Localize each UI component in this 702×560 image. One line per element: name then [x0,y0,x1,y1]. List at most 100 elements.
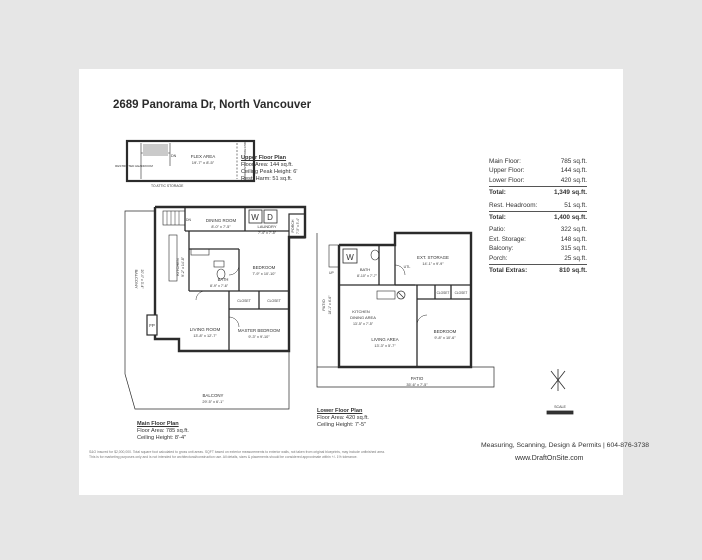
master-bedroom-label: MASTER BEDROOM [238,328,281,333]
summary-row: Patio: 322 sq.ft. [489,225,587,234]
master-bedroom-dim: 9'-3" x 9'-10" [248,335,270,339]
laundry-dim: 7'-4" x 7'-5" [258,231,277,235]
disclaimer-line-2: This is for marketing purposes only and … [89,454,358,459]
summary-value: 315 sq.ft. [560,245,587,253]
compass-icon [550,369,566,391]
lower-bedroom-label: BEDROOM [434,329,457,334]
side-patio-label: PATIO [321,299,326,310]
upper-floor-plan [125,139,256,183]
summary-label: Total: [489,213,506,221]
summary-rule [489,186,587,188]
summary-rule [489,210,587,212]
summary-label: Lower Floor: [489,176,525,184]
summary-value: 144 sq.ft. [560,167,587,175]
scale-bar [546,410,574,415]
dining-label: DINING ROOM [206,218,237,223]
lower-living-label: LIVING AREA [371,337,398,342]
kitchen-label: KITCHEN [175,258,180,276]
main-floor-heading: Main Floor Plan [137,421,179,427]
lower-floor-heading: Lower Floor Plan [317,408,363,414]
summary-row: Ext. Storage:148 sq.ft. [489,235,587,244]
website-link: www.DraftOnSite.com [515,455,584,462]
main-closet-b: CLOSET [267,299,281,303]
main-bath-label: BATH [218,277,229,282]
upper-floor-rest: Rest. Harm: 51 sq.ft. [241,176,293,182]
floor-plan-sheet: 2689 Panorama Dr, North Vancouver [79,69,649,495]
upper-floor-area: Floor Area: 144 sq.ft. [241,162,293,168]
summary-value: 420 sq.ft. [560,176,587,184]
summary-label: Rest. Headroom: [489,201,538,209]
main-floor-area: Floor Area: 785 sq.ft. [137,428,189,434]
main-closet-a: CLOSET [237,299,251,303]
area-summary-table: Main Floor: 785 sq.ft. Upper Floor: 144 sq.… [489,157,587,275]
bottom-balcony-label: BALCONY [203,393,224,398]
kitchen-dining-dim: 13'-5" x 7'-5" [353,322,374,326]
kitchen-dim: 9'-2" x 14'-8" [181,256,185,277]
summary-row: Porch: 25 sq.ft. [489,254,587,263]
disclaimer: S&O insured for $2,000,000. Total square… [89,450,385,459]
summary-label: Patio: [489,226,506,234]
summary-label: Total: [489,189,506,197]
porch-label: PORCH [291,219,295,232]
side-balcony-label: BALCONY [134,269,139,288]
kitchen-dining-label-2: DINING AREA [350,315,376,320]
summary-value: 51 sq.ft. [564,201,587,209]
disclaimer-line-1: S&O insured for $2,000,000. Total square… [89,450,385,454]
summary-row: Total: 1,400 sq.ft. [489,213,587,222]
upper-dn-label: DN [171,154,177,158]
summary-row: Balcony:315 sq.ft. [489,244,587,253]
summary-row: Lower Floor: 420 sq.ft. [489,176,587,185]
summary-row: Rest. Headroom: 51 sq.ft. [489,201,587,210]
services-line: Measuring, Scanning, Design & Permits | … [481,442,650,449]
upper-floor-ceiling: Ceiling Peak Height: 6' [241,169,298,175]
main-dn-label: DN [186,218,191,222]
porch-dim: 7'-5" x 3'-4" [296,218,300,234]
summary-label: Total Extras: [489,266,528,274]
summary-rule [489,263,587,265]
lower-floor-plan [316,231,495,388]
lower-living-dim: 13'-3" x 5'-7" [374,344,396,348]
upper-floor-info: Upper Floor Plan Floor Area: 144 sq.ft. … [241,155,297,183]
upper-floor-heading: Upper Floor Plan [241,155,287,161]
property-title: 2689 Panorama Dr, North Vancouver [113,99,312,111]
summary-row: Total: 1,349 sq.ft. [489,188,587,197]
main-floor-plan [124,205,307,410]
summary-label: Porch: [489,254,508,262]
lower-floor-area: Floor Area: 420 sq.ft. [317,415,369,421]
summary-row: Main Floor: 785 sq.ft. [489,157,587,166]
bottom-balcony-dim: 29'-5" x 6'-1" [202,400,224,404]
scale-label: SCALE [554,405,566,409]
summary-label: Upper Floor: [489,167,525,175]
living-room-dim: 13'-8" x 12'-7" [193,334,217,338]
summary-row: Upper Floor: 144 sq.ft. [489,166,587,175]
main-floor-info: Main Floor Plan Floor Area: 785 sq.ft. C… [137,421,189,442]
summary-value: 1,349 sq.ft. [553,189,587,197]
dryer-label: D [267,213,273,222]
lower-closet-a: CLOSET [437,291,450,295]
upper-restricted-right: RESTRICTED HEADROOM [243,142,247,180]
summary-label: Main Floor: [489,158,521,165]
laundry-label: LAUNDRY [257,224,276,229]
fireplace-label: FP [149,323,155,328]
ext-storage-label: EXT. STORAGE [417,255,449,260]
summary-value: 785 sq.ft. [560,158,587,165]
summary-value: 322 sq.ft. [560,226,587,234]
summary-value: 1,400 sq.ft. [553,213,587,221]
summary-row: Total Extras:810 sq.ft. [489,266,587,275]
lower-washer-label: W [346,253,354,262]
summary-label: Ext. Storage: [489,235,526,243]
side-balcony-dim: 20'-0" x 3'-4" [140,270,144,290]
floor-plan-drawing: FLEX AREA 19'-7" x 8'-5" DN TO ATTIC STO… [115,139,574,415]
lower-closet-b: CLOSET [455,291,468,295]
lower-bedroom-dim: 9'-8" x 10'-6" [434,336,456,340]
bottom-patio-label: PATIO [411,376,424,381]
lower-bath-dim: 8'-10" x 7'-7" [357,274,378,278]
summary-value: 25 sq.ft. [564,254,587,262]
upper-restricted-left: RESTRICTED HEADROOM [115,164,153,168]
living-room-label: LIVING ROOM [190,327,221,332]
upper-attic-label: TO ATTIC STORAGE [151,184,184,188]
kitchen-dining-label: KITCHEN [352,309,370,314]
main-bedroom-dim: 7'-9" x 10'-10" [252,272,276,276]
bottom-patio-dim: 35'-6" x 7'-5" [406,383,428,387]
ext-storage-dim: 14'-1" x 9'-9" [422,262,444,266]
